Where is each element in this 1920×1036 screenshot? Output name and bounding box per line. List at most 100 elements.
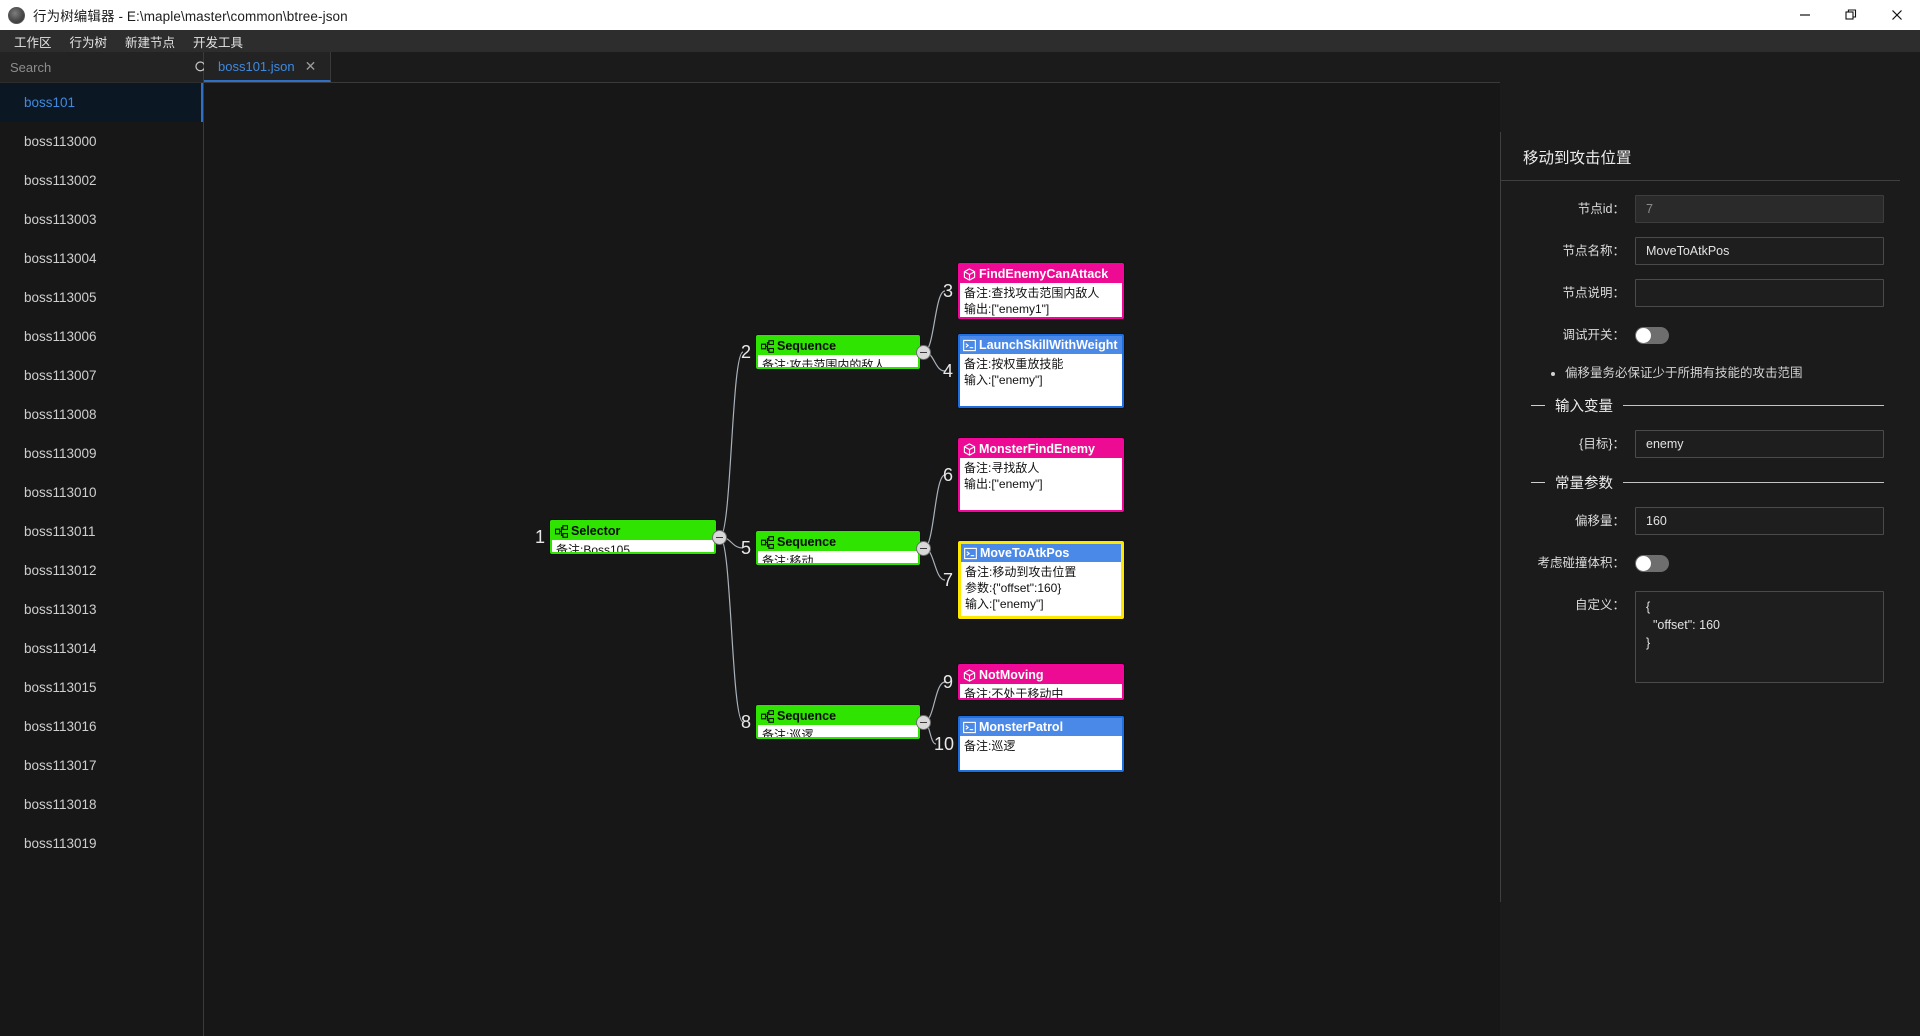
node-collapse-toggle[interactable] bbox=[916, 541, 931, 556]
node-detail-line: 备注:巡逻 bbox=[964, 739, 1016, 753]
sidebar-item-boss113014[interactable]: boss113014 bbox=[0, 629, 203, 668]
sidebar-item-boss113002[interactable]: boss113002 bbox=[0, 161, 203, 200]
offset-label: 偏移量： bbox=[1574, 514, 1625, 528]
tab-boss101-json[interactable]: boss101.json ✕ bbox=[204, 52, 332, 82]
sidebar-item-boss101[interactable]: boss101 bbox=[0, 83, 203, 122]
field-offset: 偏移量： bbox=[1517, 507, 1884, 535]
properties-body: 节点id： 节点名称： 节点说明： 调试开关： 偏移量务必保证少于所拥有技能的攻 bbox=[1501, 181, 1900, 703]
properties-header: 移动到攻击位置 bbox=[1501, 132, 1900, 181]
search-input[interactable] bbox=[0, 59, 186, 75]
sidebar-item-boss113018[interactable]: boss113018 bbox=[0, 785, 203, 824]
sidebar-item-boss113016[interactable]: boss113016 bbox=[0, 707, 203, 746]
minimize-icon[interactable] bbox=[1782, 0, 1828, 30]
node-detail-line: 输入:["enemy"] bbox=[965, 597, 1044, 611]
close-icon[interactable] bbox=[1874, 0, 1920, 30]
section-input-vars: 输入变量 bbox=[1531, 395, 1884, 416]
collapse-dash-icon[interactable] bbox=[1531, 405, 1545, 406]
section-rule bbox=[1623, 482, 1884, 483]
node-collapse-toggle[interactable] bbox=[916, 715, 931, 730]
tree-edge bbox=[719, 351, 744, 538]
node-header: MonsterFindEnemy bbox=[960, 440, 1122, 458]
tree-edge bbox=[719, 536, 744, 723]
menu-item-new-node[interactable]: 新建节点 bbox=[125, 35, 176, 50]
node-header: Sequence bbox=[758, 707, 918, 725]
sidebar-item-label: boss113013 bbox=[24, 602, 97, 617]
sidebar-item-boss113008[interactable]: boss113008 bbox=[0, 395, 203, 434]
node-collapse-toggle[interactable] bbox=[712, 530, 727, 545]
node-index-label: 2 bbox=[741, 342, 752, 362]
node-desc-input[interactable] bbox=[1635, 279, 1884, 307]
sidebar-item-boss113004[interactable]: boss113004 bbox=[0, 239, 203, 278]
sidebar-item-boss113006[interactable]: boss113006 bbox=[0, 317, 203, 356]
action-console-icon bbox=[964, 547, 977, 560]
menu-item-dev-tools[interactable]: 开发工具 bbox=[193, 35, 244, 50]
node-type-label: Sequence bbox=[777, 535, 837, 549]
sidebar-item-boss113007[interactable]: boss113007 bbox=[0, 356, 203, 395]
sidebar-item-boss113005[interactable]: boss113005 bbox=[0, 278, 203, 317]
sidebar-item-label: boss113015 bbox=[24, 680, 97, 695]
maximize-icon[interactable] bbox=[1828, 0, 1874, 30]
offset-input[interactable] bbox=[1635, 507, 1884, 535]
sidebar-item-label: boss113011 bbox=[24, 524, 96, 539]
collision-toggle[interactable] bbox=[1635, 555, 1669, 572]
menu-bar: 工作区 行为树 新建节点 开发工具 bbox=[0, 30, 1920, 52]
node-detail-line: 备注:Boss105 bbox=[556, 543, 631, 554]
sidebar-item-boss113000[interactable]: boss113000 bbox=[0, 122, 203, 161]
debug-toggle[interactable] bbox=[1635, 327, 1669, 344]
sidebar-item-boss113013[interactable]: boss113013 bbox=[0, 590, 203, 629]
sidebar-item-boss113009[interactable]: boss113009 bbox=[0, 434, 203, 473]
sidebar-item-label: boss113002 bbox=[24, 173, 97, 188]
sidebar-item-boss113015[interactable]: boss113015 bbox=[0, 668, 203, 707]
node-id-label: 节点id： bbox=[1577, 202, 1625, 216]
sidebar-item-boss113003[interactable]: boss113003 bbox=[0, 200, 203, 239]
menu-item-behavior-tree[interactable]: 行为树 bbox=[69, 35, 108, 50]
node-desc-label: 节点说明： bbox=[1562, 286, 1625, 300]
field-node-id: 节点id： bbox=[1517, 195, 1884, 223]
node-type-label: Sequence bbox=[777, 709, 837, 723]
node-body: 备注:移动到攻击位置参数:{"offset":160}输入:["enemy"] bbox=[961, 562, 1121, 616]
node-collapse-toggle[interactable] bbox=[916, 345, 931, 360]
node-type-label: MonsterFindEnemy bbox=[979, 442, 1095, 456]
sidebar-item-boss113012[interactable]: boss113012 bbox=[0, 551, 203, 590]
sidebar-item-label: boss113003 bbox=[24, 212, 97, 227]
node-body: 备注:攻击范围内的敌人 bbox=[758, 355, 918, 367]
node-name-input[interactable] bbox=[1635, 237, 1884, 265]
input-target-input[interactable] bbox=[1635, 430, 1884, 458]
collision-toggle-label: 考虑碰撞体积： bbox=[1537, 556, 1625, 570]
collapse-dash-icon[interactable] bbox=[1531, 482, 1545, 483]
sidebar-item-label: boss113017 bbox=[24, 758, 97, 773]
sidebar-item-boss113019[interactable]: boss113019 bbox=[0, 824, 203, 863]
sidebar-item-boss113017[interactable]: boss113017 bbox=[0, 746, 203, 785]
tree-branch-icon bbox=[761, 709, 774, 723]
node-detail-line: 备注:不处于移动中 bbox=[964, 687, 1064, 700]
menu-item-workspace[interactable]: 工作区 bbox=[14, 35, 52, 50]
custom-json-textarea[interactable] bbox=[1635, 591, 1884, 683]
sidebar-item-label: boss113004 bbox=[24, 251, 97, 266]
node-index-label: 3 bbox=[943, 281, 954, 301]
tab-close-icon[interactable]: ✕ bbox=[304, 58, 317, 74]
tree-node-MoveToAtkPos[interactable]: MoveToAtkPos 备注:移动到攻击位置参数:{"offset":160}输… bbox=[958, 541, 1124, 619]
sidebar-item-boss113010[interactable]: boss113010 bbox=[0, 473, 203, 512]
section-title-const-params: 常量参数 bbox=[1555, 476, 1613, 492]
node-body: 备注:查找攻击范围内敌人输出:["enemy1"] bbox=[960, 283, 1122, 317]
node-index-label: 9 bbox=[943, 672, 954, 692]
sidebar-item-boss113011[interactable]: boss113011 bbox=[0, 512, 203, 551]
input-target-label: {目标}： bbox=[1579, 437, 1625, 451]
section-title-input-vars: 输入变量 bbox=[1555, 399, 1613, 415]
node-body: 备注:巡逻 bbox=[960, 736, 1122, 758]
node-type-label: MoveToAtkPos bbox=[980, 546, 1070, 560]
